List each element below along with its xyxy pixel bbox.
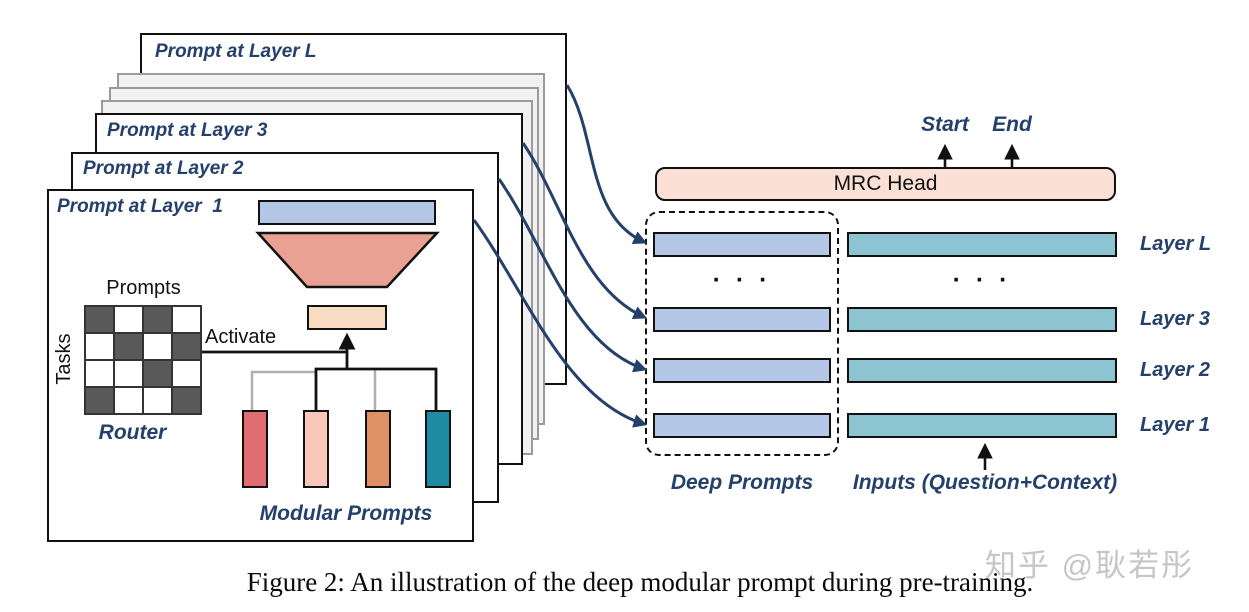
panel-label-layer-3: Prompt at Layer 3	[107, 120, 268, 141]
end-label: End	[992, 113, 1032, 136]
router-grid-cell	[86, 334, 113, 359]
router-grid-cell	[86, 388, 113, 413]
arrow-prompt-layer-L	[565, 84, 648, 244]
router-grid-cell	[115, 388, 142, 413]
modular-prompt-bar-2	[303, 410, 329, 488]
input-bar-layer-1	[847, 413, 1117, 438]
layer-3-label: Layer 3	[1140, 308, 1211, 330]
deep-prompts-dashed-box	[645, 211, 839, 456]
router-grid-cell	[115, 307, 142, 332]
deep-prompt-bar-layer-1	[653, 413, 831, 438]
layer-L-label: Layer L	[1140, 233, 1212, 255]
router-label: Router	[98, 421, 167, 444]
router-grid-cell	[144, 361, 171, 386]
router-grid-cell	[173, 361, 200, 386]
input-bar-layer-2	[847, 358, 1117, 383]
activation-box	[307, 305, 387, 330]
input-bar-layer-3	[847, 307, 1117, 332]
router-tasks-label: Tasks	[53, 333, 75, 385]
router-grid-cell	[86, 361, 113, 386]
inputs-ellipsis: · · ·	[952, 266, 1012, 294]
panel-label-layer-2: Prompt at Layer 2	[83, 158, 244, 179]
inputs-label: Inputs (Question+Context)	[852, 471, 1118, 494]
router-grid-cell	[115, 361, 142, 386]
deep-prompt-bar-layer-L	[653, 232, 831, 257]
router-grid-cell	[86, 307, 113, 332]
router-grid-cell	[173, 388, 200, 413]
deep-prompt-bar-layer-3	[653, 307, 831, 332]
router-grid-cell	[144, 307, 171, 332]
mrc-head-box: MRC Head	[655, 167, 1116, 201]
panel-label-layer-1: Prompt at Layer 1	[57, 196, 223, 217]
modular-prompts-label: Modular Prompts	[259, 502, 433, 525]
modular-prompt-bar-4	[425, 410, 451, 488]
router-grid-cell	[173, 307, 200, 332]
input-bar-layer-L	[847, 232, 1117, 257]
router-grid-cell	[144, 388, 171, 413]
modular-prompt-bar-1	[242, 410, 268, 488]
activate-label: Activate	[205, 326, 277, 348]
deep-prompts-ellipsis: · · ·	[712, 266, 772, 294]
modular-prompt-bar-3	[365, 410, 391, 488]
router-prompts-label: Prompts	[106, 277, 181, 299]
router-grid-cell	[173, 334, 200, 359]
panel-label-layer-L: Prompt at Layer L	[155, 41, 317, 62]
deep-prompt-bar-layer-2	[653, 358, 831, 383]
layer1-prompt-bar	[258, 200, 436, 225]
deep-prompts-label: Deep Prompts	[670, 471, 814, 494]
router-grid-cell	[115, 334, 142, 359]
router-grid	[84, 305, 202, 415]
start-label: Start	[921, 113, 969, 136]
layer-2-label: Layer 2	[1140, 359, 1211, 381]
watermark: 知乎 @耿若彤	[985, 548, 1195, 583]
layer-1-label: Layer 1	[1140, 414, 1211, 436]
figure-caption: Figure 2: An illustration of the deep mo…	[246, 567, 1034, 597]
router-grid-cell	[144, 334, 171, 359]
